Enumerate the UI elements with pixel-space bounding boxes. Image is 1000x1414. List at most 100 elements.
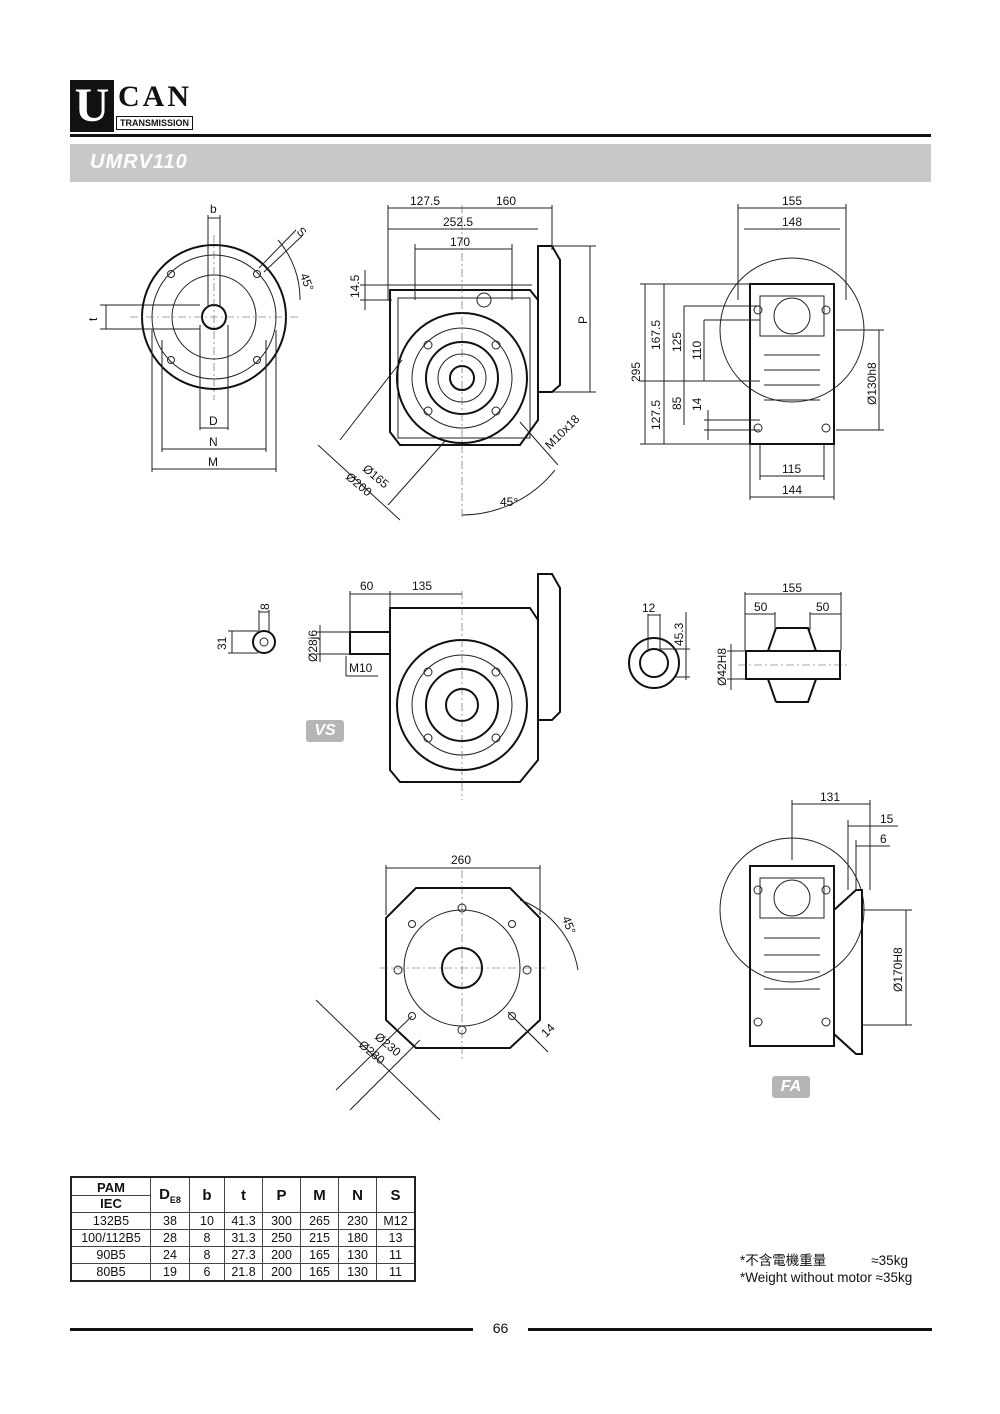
table-cell: 11 (376, 1246, 416, 1264)
dim-t: t (86, 317, 100, 321)
dim-dia130h8: Ø130h8 (865, 362, 879, 405)
dim-12: 12 (642, 601, 656, 615)
weight-note-en: *Weight without motor ≈35kg (740, 1270, 913, 1285)
table-cell: 90B5 (70, 1246, 151, 1264)
table-cell: M12 (376, 1212, 416, 1230)
dim-115: 115 (782, 462, 801, 476)
table-cell: 10 (189, 1212, 225, 1230)
footer-rule-right (528, 1328, 932, 1331)
dim-45deg: 45° (297, 271, 316, 293)
table-cell: 165 (300, 1263, 339, 1282)
dim-135: 135 (412, 579, 432, 593)
logo-word: CAN (118, 80, 192, 113)
table-cell: 250 (262, 1229, 301, 1247)
logo-letter: U (70, 80, 114, 132)
table-cell: 80B5 (70, 1263, 151, 1282)
table-header-t: t (224, 1176, 263, 1213)
dim-31: 31 (215, 636, 229, 650)
dim-167-5: 167.5 (649, 320, 663, 350)
dim-S: S (294, 224, 310, 240)
technical-drawings: b t D N M S 45° 127.5 160 (86, 194, 912, 1121)
dim-15: 15 (880, 812, 894, 826)
page-title: UMRV110 (90, 151, 188, 173)
table-cell: 265 (300, 1212, 339, 1230)
page-number: 66 (492, 1320, 509, 1336)
table-cell: 100/112B5 (70, 1229, 151, 1247)
dim-45deg-c: 45° (559, 914, 578, 936)
dim-50b: 50 (816, 600, 830, 614)
table-cell: 8 (189, 1229, 225, 1247)
dim-b: b (210, 202, 217, 216)
dim-8: 8 (258, 603, 272, 610)
table-cell: 21.8 (224, 1263, 263, 1282)
table-cell: 6 (189, 1263, 225, 1282)
vs-badge: VS (306, 720, 344, 742)
table-cell: 41.3 (224, 1212, 263, 1230)
dim-14-5: 14.5 (348, 274, 362, 298)
dim-252-5: 252.5 (443, 215, 473, 229)
table-cell: 27.3 (224, 1246, 263, 1264)
dim-N: N (209, 435, 218, 449)
table-header-p: P (262, 1176, 301, 1213)
dim-144: 144 (782, 483, 802, 497)
dim-125: 125 (670, 332, 684, 352)
dim-dia170h8: Ø170H8 (891, 947, 905, 992)
flange-front-view: b t D N M S 45° (86, 202, 317, 472)
dim-6: 6 (880, 832, 887, 846)
table-cell: 165 (300, 1246, 339, 1264)
dim-m10: M10 (349, 661, 373, 675)
dim-60: 60 (360, 579, 374, 593)
table-header-s: S (376, 1176, 416, 1213)
gearbox-side-view: 155 148 295 167.5 127.5 125 85 110 14 Ø1… (629, 194, 884, 500)
dim-P: P (576, 316, 590, 324)
dim-131: 131 (820, 790, 840, 804)
dim-14: 14 (690, 397, 704, 411)
output-flange-front-view: 260 Ø230 Ø280 14 45° (315, 853, 579, 1121)
title-bar: UMRV110 (70, 144, 931, 182)
header-rule (70, 134, 931, 137)
dim-160: 160 (496, 194, 516, 208)
dim-dia28j6: Ø28j6 (306, 630, 320, 662)
logo-subtitle: TRANSMISSION (116, 116, 194, 130)
fa-badge: FA (772, 1076, 810, 1098)
dim-127-5b: 127.5 (649, 400, 663, 430)
table-cell: 130 (338, 1246, 377, 1264)
vs-gearbox-view: 60 135 Ø28j6 M10 (306, 573, 561, 800)
weight-note: *不含電機重量 ≈35kg *Weight without motor ≈35k… (740, 1252, 912, 1286)
weight-note-zh: *不含電機重量 ≈35kg (740, 1253, 908, 1268)
input-shaft-end-view: 8 31 (215, 603, 276, 654)
output-flange-side-view: 131 15 6 Ø170H8 (719, 790, 912, 1055)
dim-170: 170 (450, 235, 470, 249)
dim-45deg-b: 45° (500, 495, 518, 509)
table-header-pam-iec: PAM IEC (70, 1176, 151, 1213)
table-cell: 8 (189, 1246, 225, 1264)
table-cell: 19 (150, 1263, 190, 1282)
table-cell: 200 (262, 1263, 301, 1282)
table-cell: 130 (338, 1263, 377, 1282)
dim-260: 260 (451, 853, 471, 867)
table-cell: 24 (150, 1246, 190, 1264)
table-cell: 13 (376, 1229, 416, 1247)
dim-110: 110 (690, 341, 704, 360)
table-cell: 132B5 (70, 1212, 151, 1230)
dim-85: 85 (670, 396, 684, 410)
table-cell: 28 (150, 1229, 190, 1247)
table-cell: 300 (262, 1212, 301, 1230)
dim-295: 295 (629, 362, 643, 382)
table-cell: 200 (262, 1246, 301, 1264)
table-cell: 11 (376, 1263, 416, 1282)
dim-m10x18: M10x18 (542, 412, 582, 452)
dim-dia42h8: Ø42H8 (715, 648, 729, 686)
table-cell: 31.3 (224, 1229, 263, 1247)
dim-45-3: 45.3 (672, 622, 686, 646)
dim-155b: 155 (782, 581, 802, 595)
table-cell: 180 (338, 1229, 377, 1247)
dim-D: D (209, 414, 218, 428)
dim-14b: 14 (538, 1021, 558, 1041)
table-header-n: N (338, 1176, 377, 1213)
gearbox-front-view: 127.5 160 252.5 170 14.5 P Ø165 Ø200 M10… (317, 194, 596, 521)
